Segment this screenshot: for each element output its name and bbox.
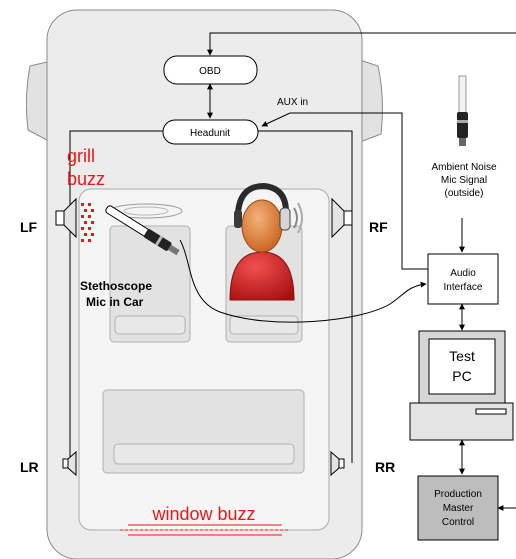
ambient-label-line2: Mic Signal (441, 175, 487, 186)
lf-label: LF (20, 219, 38, 235)
headphones-person-icon (229, 182, 303, 301)
lr-label: LR (20, 459, 39, 475)
ambient-label-line3: (outside) (445, 188, 484, 199)
production-label-line2: Master (443, 503, 474, 514)
speaker-icon-lf (55, 197, 77, 239)
speaker-icon-rr (330, 450, 345, 477)
audio-interface-label-line2: Interface (444, 282, 483, 293)
speaker-icon-lr (62, 450, 77, 477)
microphone-icon (105, 205, 180, 256)
speaker-icon-rf (331, 197, 353, 239)
test-pc-label-line1: Test (449, 348, 475, 364)
rr-label: RR (375, 459, 395, 475)
computer-icon: Test PC (409, 330, 514, 441)
audio-interface-label-line1: Audio (450, 268, 476, 279)
ambient-microphone-icon (457, 75, 468, 146)
headunit-box: Headunit (162, 119, 259, 145)
front-left-seat (109, 225, 191, 343)
aux-in-label: AUX in (277, 97, 308, 108)
wiring (69, 32, 516, 511)
production-label-line1: Production (434, 489, 482, 500)
stethoscope-label-line1: Stethoscope (80, 279, 152, 293)
headunit-label: Headunit (190, 128, 230, 139)
ambient-label-line1: Ambient Noise (431, 162, 496, 173)
grill-buzz-label-line1: grill (67, 146, 95, 166)
window-buzz-label: window buzz (151, 504, 255, 524)
window-buzz-lines (120, 524, 290, 536)
obd-box: OBD (163, 55, 258, 85)
obd-label: OBD (199, 66, 221, 77)
grill-buzz-label-line2: buzz (67, 169, 105, 189)
audio-interface-box: Audio Interface (427, 253, 499, 305)
stethoscope-label-line2: Mic in Car (86, 295, 144, 309)
production-label-line3: Control (442, 517, 474, 528)
production-master-control-box: Production Master Control (417, 475, 499, 541)
rf-label: RF (369, 219, 388, 235)
rear-bench-seat (102, 389, 305, 474)
grill-buzz-dots (81, 203, 94, 242)
test-pc-label-line2: PC (452, 368, 471, 384)
